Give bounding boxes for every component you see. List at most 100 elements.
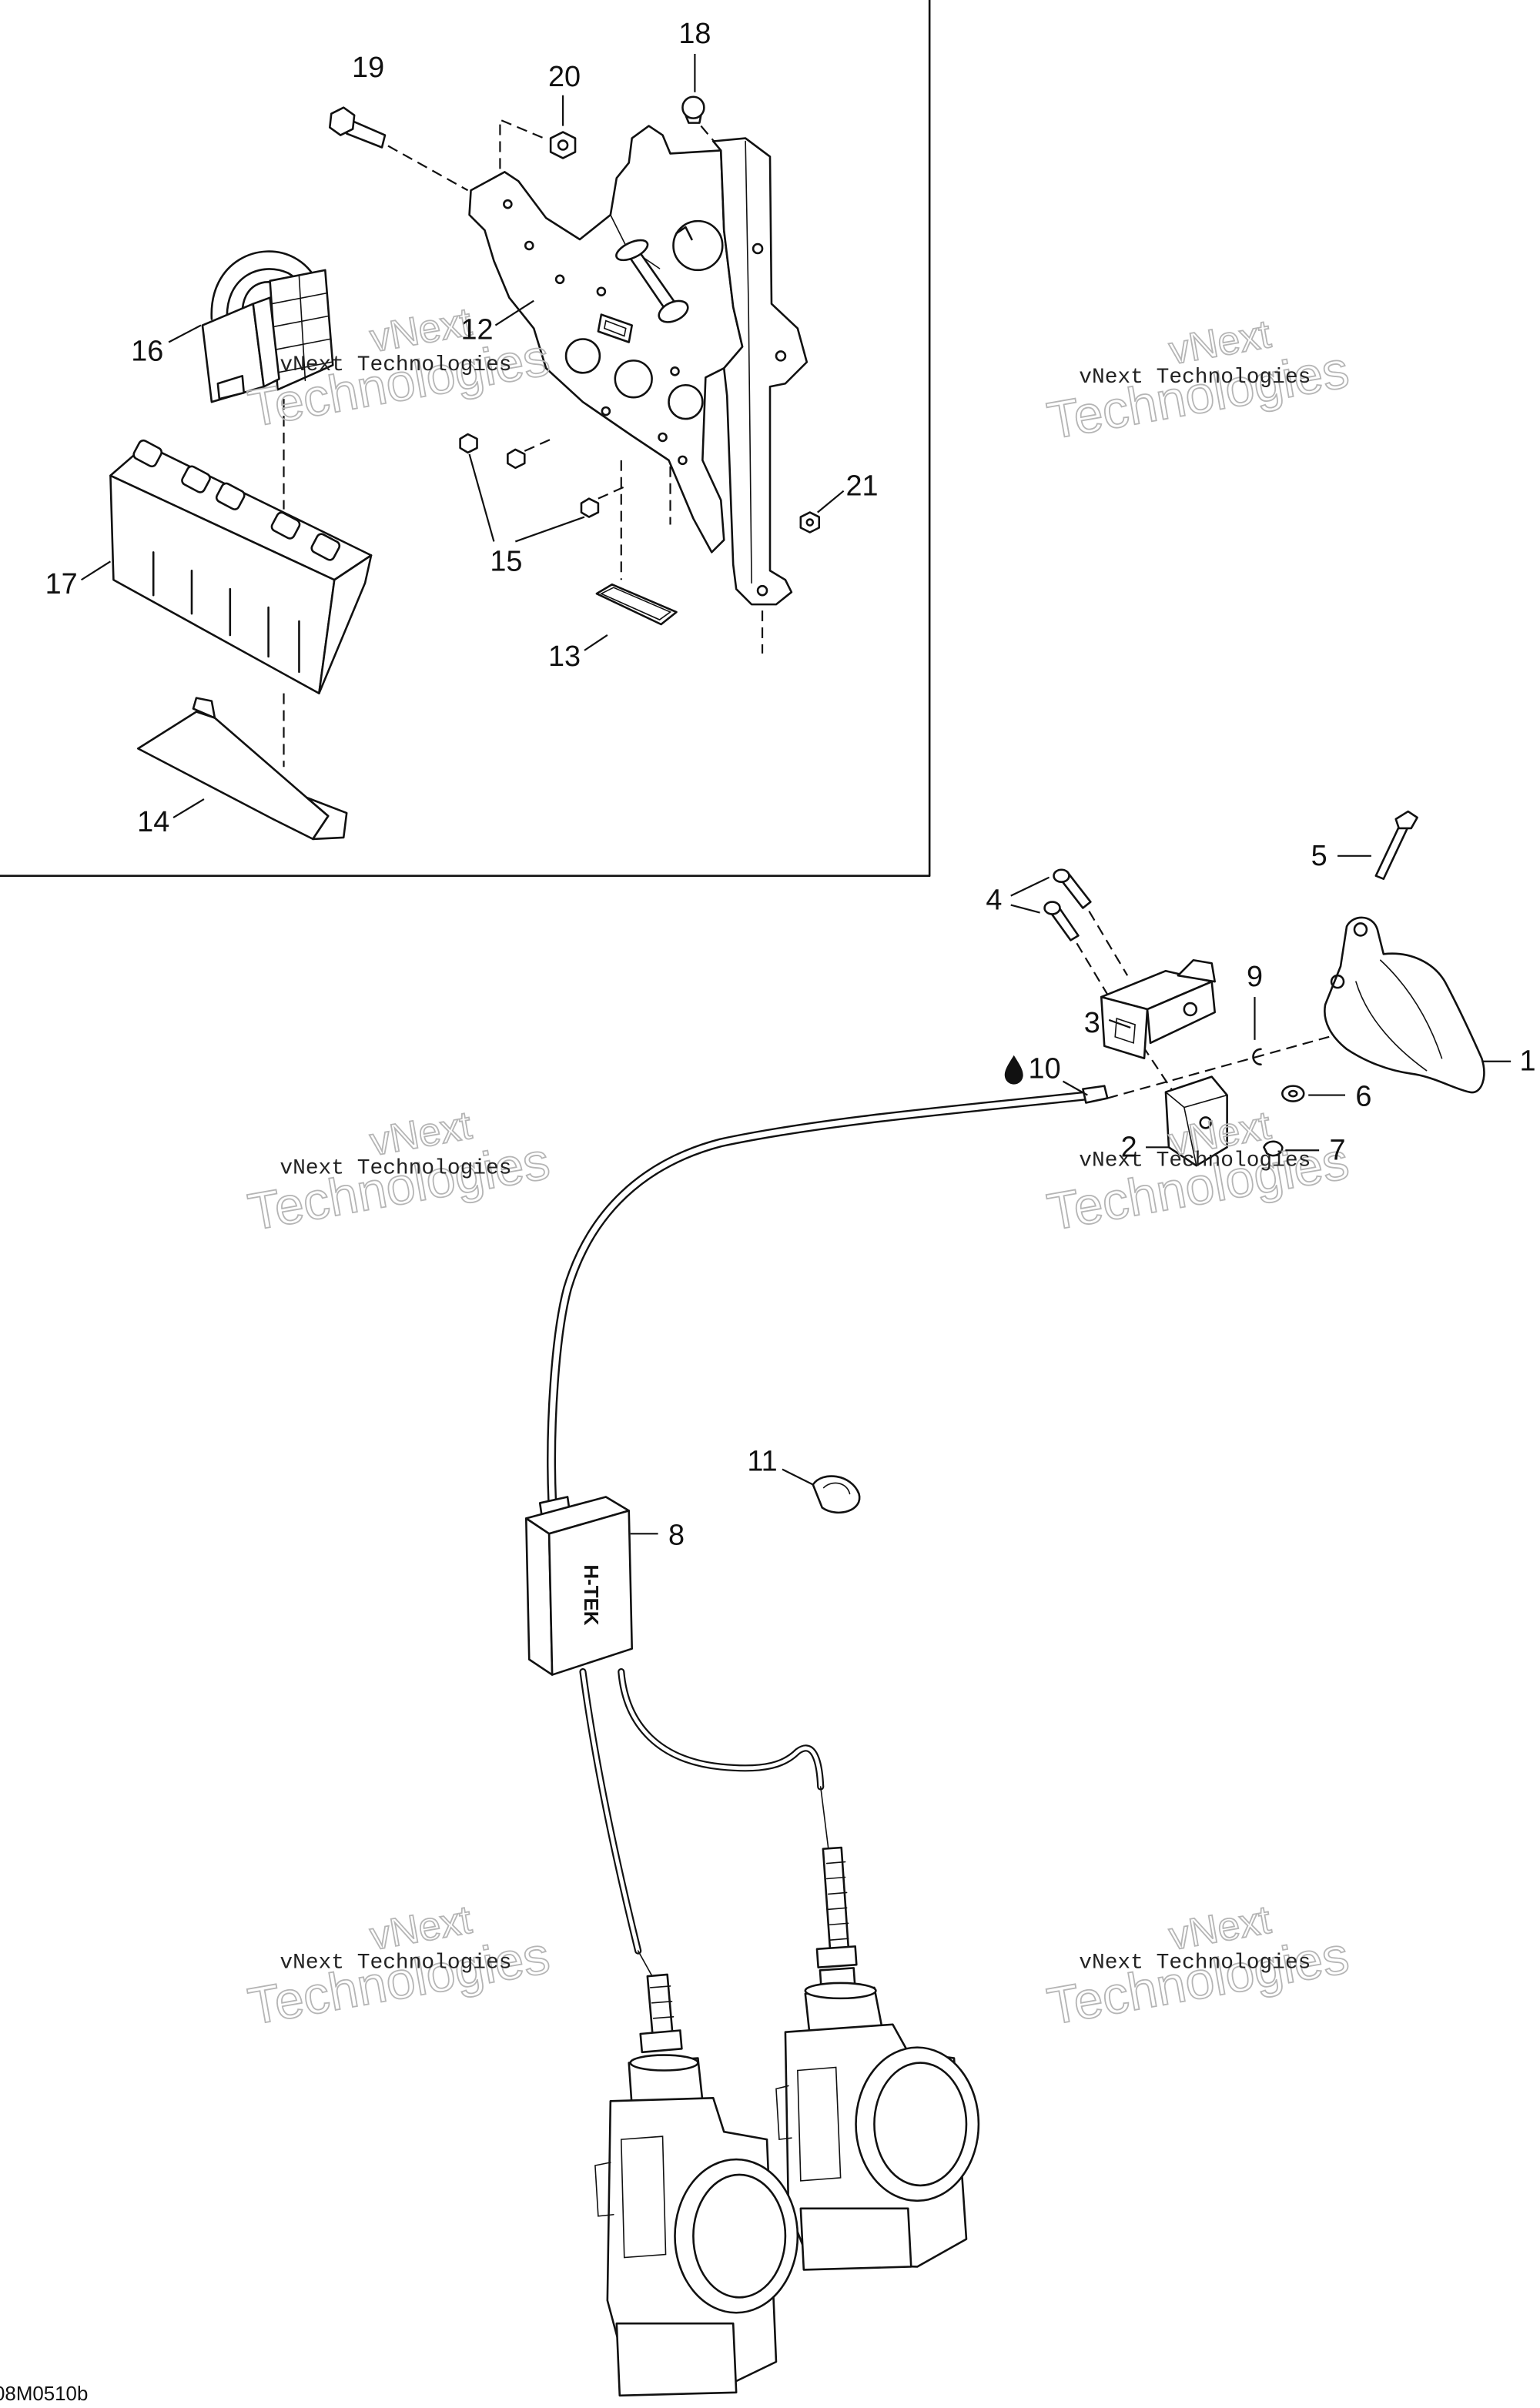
nut-body xyxy=(549,131,577,159)
callout-18: 18 xyxy=(678,18,711,50)
callout-4: 4 xyxy=(986,885,1002,917)
callout-12: 12 xyxy=(460,314,493,346)
callout-17: 17 xyxy=(45,568,78,600)
tray-part-14 xyxy=(136,697,348,841)
plate-hole-large xyxy=(672,219,724,272)
leader-line-16 xyxy=(168,324,202,343)
cable-sheath-inner xyxy=(619,1670,823,1789)
carb-float-bowl xyxy=(615,2322,738,2397)
carb-cap-top xyxy=(629,2054,699,2072)
screws-part-15 xyxy=(459,433,600,518)
plate-hole xyxy=(564,338,601,374)
leader-line-21 xyxy=(817,490,845,513)
lower-housing-hole xyxy=(1199,1116,1213,1129)
carb-body-detail xyxy=(775,2066,842,2182)
leader-line-3 xyxy=(1108,1018,1131,1028)
harness-connector-part-16 xyxy=(201,250,334,403)
block-terminal xyxy=(310,533,341,561)
plate-small-hole xyxy=(658,432,668,443)
callout-16: 16 xyxy=(131,335,163,367)
watermark-caption: vNext Technologies xyxy=(280,1157,511,1181)
assembly-axis-line xyxy=(1106,1034,1335,1099)
callout-2: 2 xyxy=(1121,1131,1137,1163)
lever-pivot-hole xyxy=(1330,974,1345,989)
callout-7: 7 xyxy=(1330,1134,1346,1166)
connector-block-part-17 xyxy=(109,439,373,694)
block-terminal xyxy=(270,511,301,540)
bolt-part-19 xyxy=(328,106,387,149)
cable-sheath-inner xyxy=(548,1092,1095,1503)
nut-bore xyxy=(805,518,815,527)
callout-13: 13 xyxy=(548,640,581,673)
block-terminal xyxy=(181,465,211,493)
watermark-caption: vNext Technologies xyxy=(1079,1149,1311,1173)
carb-adjuster-nut xyxy=(815,1945,858,1968)
plate-small-hole xyxy=(596,286,607,297)
callout-21: 21 xyxy=(845,470,878,503)
cable-wire xyxy=(819,1786,829,1849)
splitter-marking: H-TEK xyxy=(580,1564,601,1625)
bolt-head xyxy=(328,106,356,136)
callout-20: 20 xyxy=(548,61,581,93)
clip-loop xyxy=(812,1475,861,1514)
block-terminal xyxy=(132,439,163,468)
callout-labels: 1 2 3 4 5 6 7 8 9 10 11 12 13 14 15 16 1… xyxy=(45,18,1536,1551)
figure-code: 08M0510b xyxy=(0,2383,88,2405)
watermark-caption: vNext Technologies xyxy=(1079,1951,1311,1975)
carb-adjuster-nut xyxy=(639,2029,683,2054)
plate-small-hole xyxy=(503,199,513,209)
lever-pivot-hole xyxy=(1353,922,1368,937)
cable-sheath xyxy=(618,1667,825,1791)
plate-hole-notch xyxy=(675,226,693,241)
washer-part-6 xyxy=(1281,1085,1305,1102)
screw-head xyxy=(1043,901,1061,915)
block-terminal xyxy=(215,482,246,510)
plate-small-hole xyxy=(678,455,688,466)
screws-part-4 xyxy=(1043,868,1092,941)
callout-5: 5 xyxy=(1311,840,1327,872)
carb-adjuster-threads xyxy=(825,1861,849,1941)
channel-fold-line xyxy=(745,140,752,584)
clip-part-9 xyxy=(1252,1048,1262,1066)
leader-line-12 xyxy=(494,299,534,326)
clip-part-7 xyxy=(1263,1140,1284,1157)
callout-3: 3 xyxy=(1084,1007,1100,1039)
washer-outer xyxy=(1281,1085,1305,1102)
nut-bore xyxy=(557,139,569,151)
plate-fastener-washer xyxy=(615,239,649,262)
assembly-line-nut xyxy=(499,118,548,169)
watermark: vNext Technologies vNext Technologies xyxy=(243,1896,554,2037)
housing-slot xyxy=(1114,1017,1136,1044)
pin-shank xyxy=(1374,822,1409,880)
callout-15: 15 xyxy=(490,545,522,577)
housing-hole xyxy=(1183,1002,1198,1017)
leader-line-10 xyxy=(1062,1080,1088,1096)
watermark: vNext Technologies vNext Technologies xyxy=(1043,1896,1354,2037)
watermark: vNext Technologies vNext Technologies xyxy=(1043,310,1354,451)
throttle-cable-part-10 xyxy=(547,1085,1109,1505)
carb-cable-left xyxy=(579,1667,654,1979)
screw-head xyxy=(459,433,478,454)
carb-cable-right xyxy=(618,1667,829,1849)
label-part-13 xyxy=(595,583,678,626)
grommet-part-18 xyxy=(681,95,705,124)
channel-hole xyxy=(775,350,787,362)
carb-body-detail xyxy=(594,2135,667,2259)
tray-tab xyxy=(192,697,216,719)
carburetor-left xyxy=(594,1973,799,2397)
leader-line-11 xyxy=(782,1468,814,1486)
carb-cap-top xyxy=(804,1982,877,2000)
bracket-plate-part-12 xyxy=(468,125,744,554)
carb-adjuster-threads xyxy=(649,1985,675,2035)
tray-fold xyxy=(306,796,348,841)
housing-upper-part-3 xyxy=(1100,958,1216,1060)
block-end xyxy=(318,554,373,694)
leader-line-15 xyxy=(468,453,585,543)
callout-1: 1 xyxy=(1520,1045,1536,1078)
callout-leaders xyxy=(80,53,1512,1535)
assembly-line-screw xyxy=(598,483,630,500)
plate-small-hole xyxy=(524,240,534,251)
oil-drop-icon xyxy=(1004,1055,1023,1085)
pin-head xyxy=(1394,810,1418,830)
